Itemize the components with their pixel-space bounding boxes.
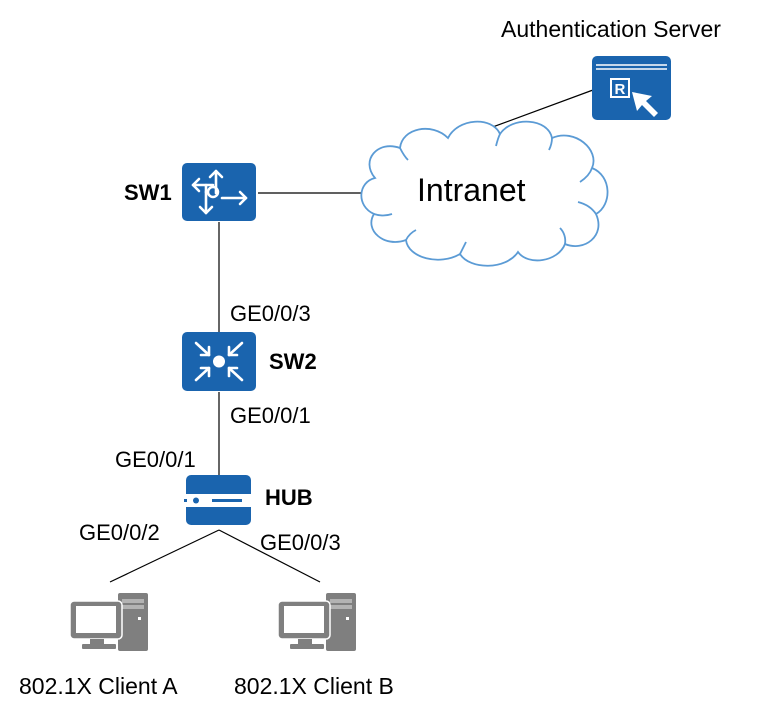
authentication-server-icon: R bbox=[592, 56, 671, 120]
link-hub-client-a bbox=[109, 529, 220, 583]
link-hub-client-b bbox=[218, 529, 321, 583]
hub-label: HUB bbox=[265, 485, 313, 510]
router-switch-icon bbox=[182, 163, 256, 221]
port-label-sw2-ge001: GE0/0/1 bbox=[230, 403, 311, 428]
sw2-label: SW2 bbox=[269, 349, 317, 374]
sw1-label: SW1 bbox=[124, 180, 172, 205]
hub-icon bbox=[184, 475, 251, 525]
port-label-hub-ge001: GE0/0/1 bbox=[115, 447, 196, 472]
svg-text:R: R bbox=[615, 81, 626, 98]
pc-icon bbox=[69, 593, 148, 651]
port-label-hub-ge003: GE0/0/3 bbox=[260, 530, 341, 555]
link-auth-server-intranet bbox=[489, 89, 594, 129]
client-a-label: 802.1X Client A bbox=[19, 673, 178, 699]
cloud-icon bbox=[360, 120, 609, 267]
pc-icon bbox=[277, 593, 356, 651]
auth-server-label: Authentication Server bbox=[501, 16, 721, 42]
port-label-hub-ge002: GE0/0/2 bbox=[79, 520, 160, 545]
intranet-label: Intranet bbox=[417, 172, 526, 208]
switch-icon bbox=[182, 332, 256, 391]
client-b-label: 802.1X Client B bbox=[234, 673, 394, 699]
port-label-sw2-ge003: GE0/0/3 bbox=[230, 301, 311, 326]
